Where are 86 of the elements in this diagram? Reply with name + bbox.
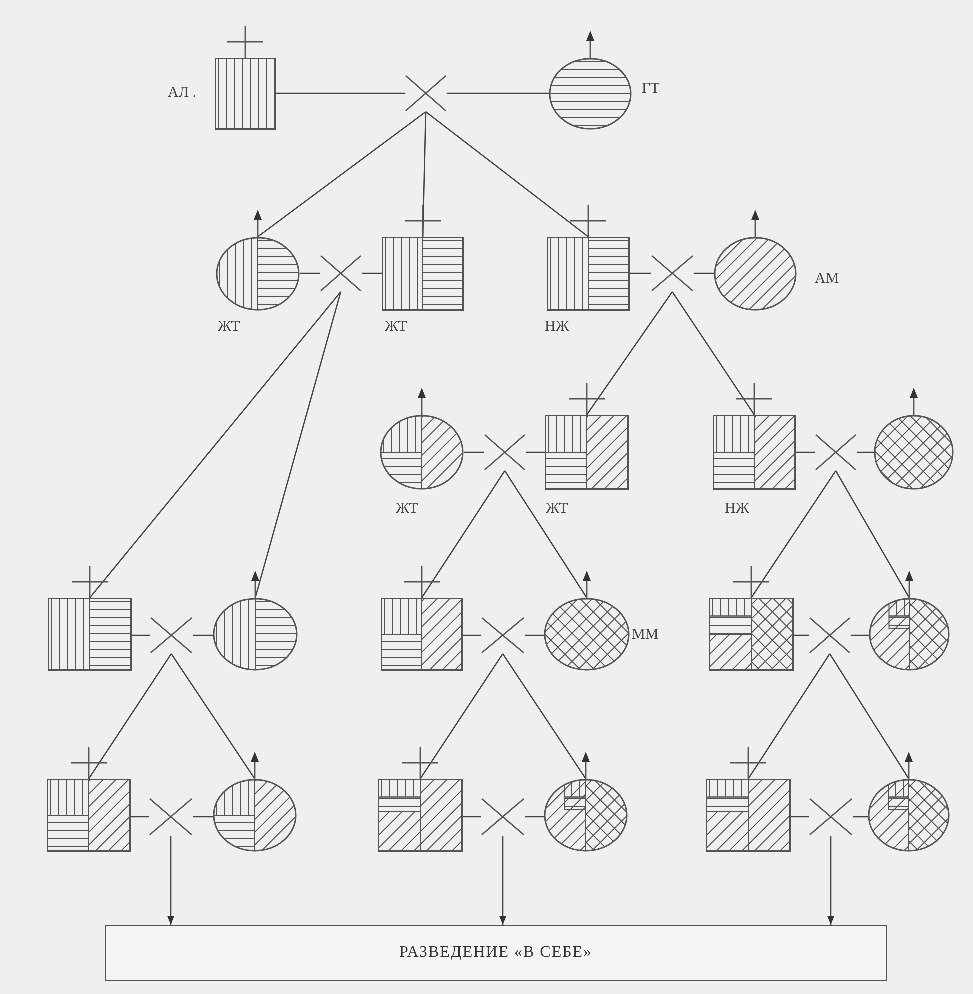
circle-symbol xyxy=(874,415,954,490)
connector-line xyxy=(504,470,588,598)
connector-line xyxy=(132,634,150,636)
process-box xyxy=(105,925,887,981)
connector-line xyxy=(851,634,869,636)
connector-line xyxy=(426,111,589,238)
square-symbol xyxy=(709,598,794,671)
symbol-label: АМ xyxy=(815,272,840,287)
connector-line xyxy=(170,654,256,780)
connector-line xyxy=(630,272,651,274)
circle-symbol xyxy=(714,237,797,311)
connector-line xyxy=(88,654,172,780)
connector-line xyxy=(131,816,149,818)
square-symbol xyxy=(706,779,791,852)
connector-line xyxy=(421,470,506,598)
cross-mark xyxy=(481,798,525,836)
connector-line xyxy=(748,654,831,780)
connector-line xyxy=(835,470,910,598)
connector-line xyxy=(463,634,481,636)
symbol-label: ГТ xyxy=(642,82,660,97)
connector-line xyxy=(791,816,809,818)
square-symbol xyxy=(547,237,630,311)
cross-mark xyxy=(809,798,853,836)
arrow xyxy=(827,836,835,925)
square-symbol xyxy=(378,779,463,852)
square-symbol xyxy=(47,779,131,852)
circle-symbol xyxy=(213,598,298,671)
symbol-label: АЛ . xyxy=(168,86,197,101)
symbol-label: ММ xyxy=(632,628,659,643)
circle-symbol xyxy=(544,598,630,671)
connector-line xyxy=(90,292,342,598)
connector-line xyxy=(254,292,342,598)
connector-line xyxy=(193,816,213,818)
symbol-label: ЖТ xyxy=(396,502,418,517)
connector-line xyxy=(362,272,382,274)
box-text: РАЗВЕДЕНИЕ «В СЕБЕ» xyxy=(399,944,593,962)
square-symbol xyxy=(381,598,463,671)
connector-line xyxy=(502,654,587,780)
arrow xyxy=(167,836,175,925)
connector-line xyxy=(857,452,874,454)
cross-mark xyxy=(815,434,857,471)
connector-line xyxy=(464,452,484,454)
connector-line xyxy=(258,111,426,238)
circle-symbol xyxy=(544,779,628,852)
connector-line xyxy=(276,92,405,94)
connector-line xyxy=(525,816,544,818)
connector-line xyxy=(829,654,910,780)
connector-line xyxy=(463,816,481,818)
connector-line xyxy=(694,272,714,274)
symbol-label: ЖТ xyxy=(218,320,240,335)
square-symbol xyxy=(48,598,132,671)
symbol-label: НЖ xyxy=(725,502,750,517)
connector-line xyxy=(796,452,815,454)
circle-symbol xyxy=(868,779,950,852)
connector-line xyxy=(526,452,545,454)
connector-line xyxy=(794,634,809,636)
connector-line xyxy=(853,816,868,818)
cross-mark xyxy=(809,617,851,654)
circle-symbol xyxy=(869,598,950,671)
square-symbol xyxy=(215,58,276,130)
connector-line xyxy=(300,272,320,274)
arrow xyxy=(499,836,507,925)
square-symbol xyxy=(713,415,796,490)
cross-mark xyxy=(150,617,193,654)
square-symbol xyxy=(382,237,464,311)
connector-line xyxy=(447,92,549,94)
connector-line xyxy=(750,470,837,598)
circle-symbol xyxy=(216,237,300,311)
connector-line xyxy=(420,654,504,780)
connector-line xyxy=(193,634,213,636)
cross-mark xyxy=(651,255,694,292)
connector-line xyxy=(525,634,544,636)
cross-mark xyxy=(484,434,526,471)
cross-mark xyxy=(481,617,525,654)
square-symbol xyxy=(545,415,629,490)
symbol-label: ЖТ xyxy=(385,320,408,335)
symbol-label: НЖ xyxy=(545,320,570,335)
connector-line xyxy=(672,292,756,416)
symbol-label: ЖТ xyxy=(546,502,568,517)
connector-line xyxy=(586,292,674,416)
circle-symbol xyxy=(549,58,632,130)
circle-symbol xyxy=(380,415,464,490)
circle-symbol xyxy=(213,779,297,852)
cross-mark xyxy=(405,75,447,112)
cross-mark xyxy=(149,798,193,836)
cross-mark xyxy=(320,255,362,292)
